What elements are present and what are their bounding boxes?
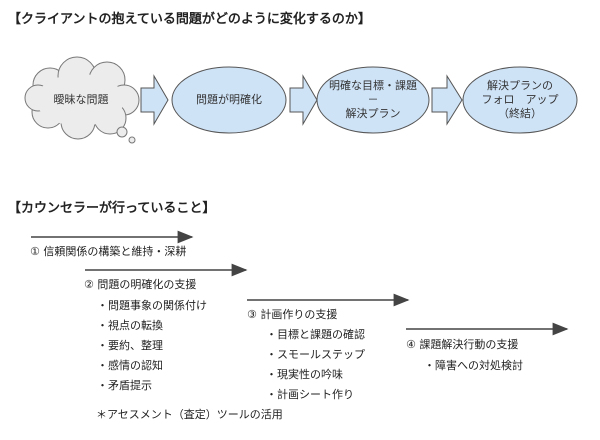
list-item: ・現実性の吟味 [266, 368, 343, 381]
list-item: ・視点の転換 [97, 319, 163, 332]
step-2-label: ② 問題の明確化の支援 [84, 278, 197, 291]
list-item: ・計画シート作り [266, 388, 354, 401]
flow-arrow-1 [140, 74, 169, 126]
node-followup-line-3: （終結） [498, 107, 542, 120]
section2-title: 【カウンセラーが行っていること】 [8, 201, 216, 216]
section1-title: 【クライアントの抱えている問題がどのように変化するのか】 [8, 12, 371, 27]
step-2-items: ・問題事象の関係付け ・視点の転換 ・要約、整理 ・感情の認知 ・矛盾提示 [97, 297, 207, 397]
assessment-note: ＊アセスメント（査定）ツールの活用 [96, 408, 283, 421]
node-goals-line-3: 解決プラン [345, 107, 401, 120]
node-goals-line-1: 明確な目標・課題 [329, 79, 417, 92]
list-item: ・障害への対処検討 [424, 359, 523, 372]
step-1-label: ① 信頼関係の構築と維持・深耕 [30, 245, 187, 258]
list-item: ・問題事象の関係付け [97, 299, 207, 312]
step-4-label: ④ 課題解決行動の支援 [406, 338, 519, 351]
node-goals-label: 明確な目標・課題 － 解決プラン [323, 79, 423, 121]
node-goals [316, 66, 430, 134]
step-3-label: ③ 計画作りの支援 [247, 308, 338, 321]
step-3-items: ・目標と課題の確認 ・スモールステップ ・現実性の吟味 ・計画シート作り [266, 326, 365, 406]
node-followup-label: 解決プランの フォロ アップ （終結） [470, 79, 570, 121]
flow-arrow-2 [289, 74, 318, 126]
list-item: ・感情の認知 [97, 359, 163, 372]
node-clarified-label: 問題が明確化 [196, 93, 262, 106]
list-item: ・要約、整理 [97, 339, 163, 352]
node-cloud-label: 曖昧な問題 [53, 93, 109, 106]
list-item: ・目標と課題の確認 [266, 328, 365, 341]
cloud-shape [24, 56, 140, 144]
node-followup-line-2: フォロ アップ [481, 93, 559, 106]
flow-arrow-3 [431, 74, 463, 126]
list-item: ・スモールステップ [266, 348, 365, 361]
node-followup [462, 66, 578, 134]
list-item: ・矛盾提示 [97, 379, 152, 392]
node-followup-line-1: 解決プランの [487, 79, 553, 92]
node-goals-line-2: － [367, 93, 379, 106]
node-clarified [171, 66, 287, 134]
step-4-items: ・障害への対処検討 [424, 357, 523, 377]
